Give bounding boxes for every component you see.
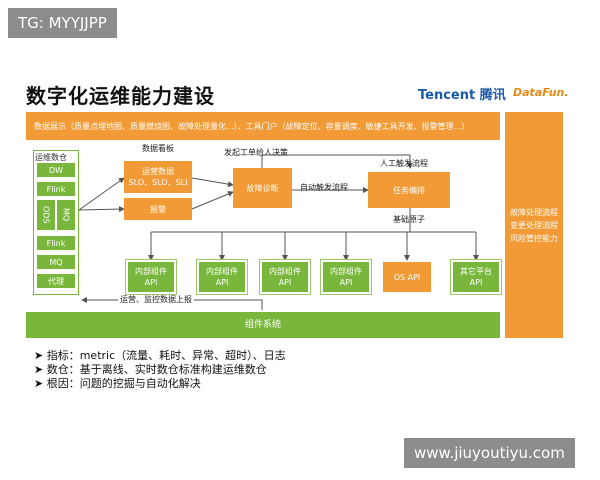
warehouse-ods: ODS xyxy=(37,200,55,230)
api-internal-3: 内部组件 API xyxy=(259,259,311,295)
bullet-arrow-icon: ➤ xyxy=(34,349,47,362)
warehouse-mq-2: MQ xyxy=(37,255,75,269)
right-bar-line-1: 故障处理流程 xyxy=(510,207,558,217)
tencent-logo: Tencent 腾讯 xyxy=(418,88,506,103)
warehouse-mq-1: MQ xyxy=(57,200,75,230)
datafun-logo: DataFun. xyxy=(513,86,569,99)
watermark-bottom: www.jiuyoutiyu.com xyxy=(404,438,575,468)
warehouse-flink-1: Flink xyxy=(37,182,75,196)
warehouse-flink-2: Flink xyxy=(37,236,75,250)
bullet-arrow-icon: ➤ xyxy=(34,377,47,390)
api-internal-2: 内部组件 API xyxy=(196,259,248,295)
ops-data-box: 运营数据 SLO、SLO、SLI xyxy=(124,161,192,193)
ops-warehouse-title: 运维数仓 xyxy=(35,153,67,162)
component-system-bar: 组件系统 xyxy=(26,312,500,338)
bullet-warehouse: ➤ 数仓：基于离线、实时数仓标准构建运维数仓 xyxy=(34,363,267,376)
api-internal-1: 内部组件 API xyxy=(125,259,177,295)
bullet-metrics: ➤ 指标：metric（流量、耗时、异常、超时）、日志 xyxy=(34,349,286,362)
right-bar-line-2: 变更处理流程 xyxy=(510,220,558,230)
api-os: OS API xyxy=(383,262,431,292)
data-board-label: 数据看板 xyxy=(142,144,174,153)
bullet-root-cause: ➤ 根因：问题的挖掘与自动化解决 xyxy=(34,377,201,390)
top-bar: 数据展示（质量点埋地图、质量燃烧图、故障处理量化...）、工具门户（故障定位、容… xyxy=(26,112,500,140)
manual-trigger-label: 人工触发流程 xyxy=(380,159,428,168)
slide-title: 数字化运维能力建设 xyxy=(26,84,215,108)
task-orchestration-box: 任务编排 xyxy=(368,172,450,208)
warehouse-agent: 代理 xyxy=(37,274,75,288)
warehouse-dw: DW xyxy=(37,163,75,177)
auto-trigger-label: 自动触发流程 xyxy=(300,183,348,192)
right-bar-line-3: 风险管控能力 xyxy=(510,233,558,243)
api-other-platform: 其它平台 API xyxy=(450,259,502,295)
base-atoms-label: 基础原子 xyxy=(393,215,425,224)
api-internal-4: 内部组件 API xyxy=(320,259,372,295)
report-label: 运营、监控数据上报 xyxy=(118,294,194,305)
watermark-top: TG: MYYJJPP xyxy=(8,8,117,38)
fault-diagnosis-box: 故障诊断 xyxy=(233,168,292,208)
alarm-box: 报警 xyxy=(124,198,192,220)
right-bar: 故障处理流程 变更处理流程 风险管控能力 xyxy=(505,112,563,338)
initiate-ticket-label: 发起工单给人决策 xyxy=(224,148,288,157)
bullet-arrow-icon: ➤ xyxy=(34,363,47,376)
